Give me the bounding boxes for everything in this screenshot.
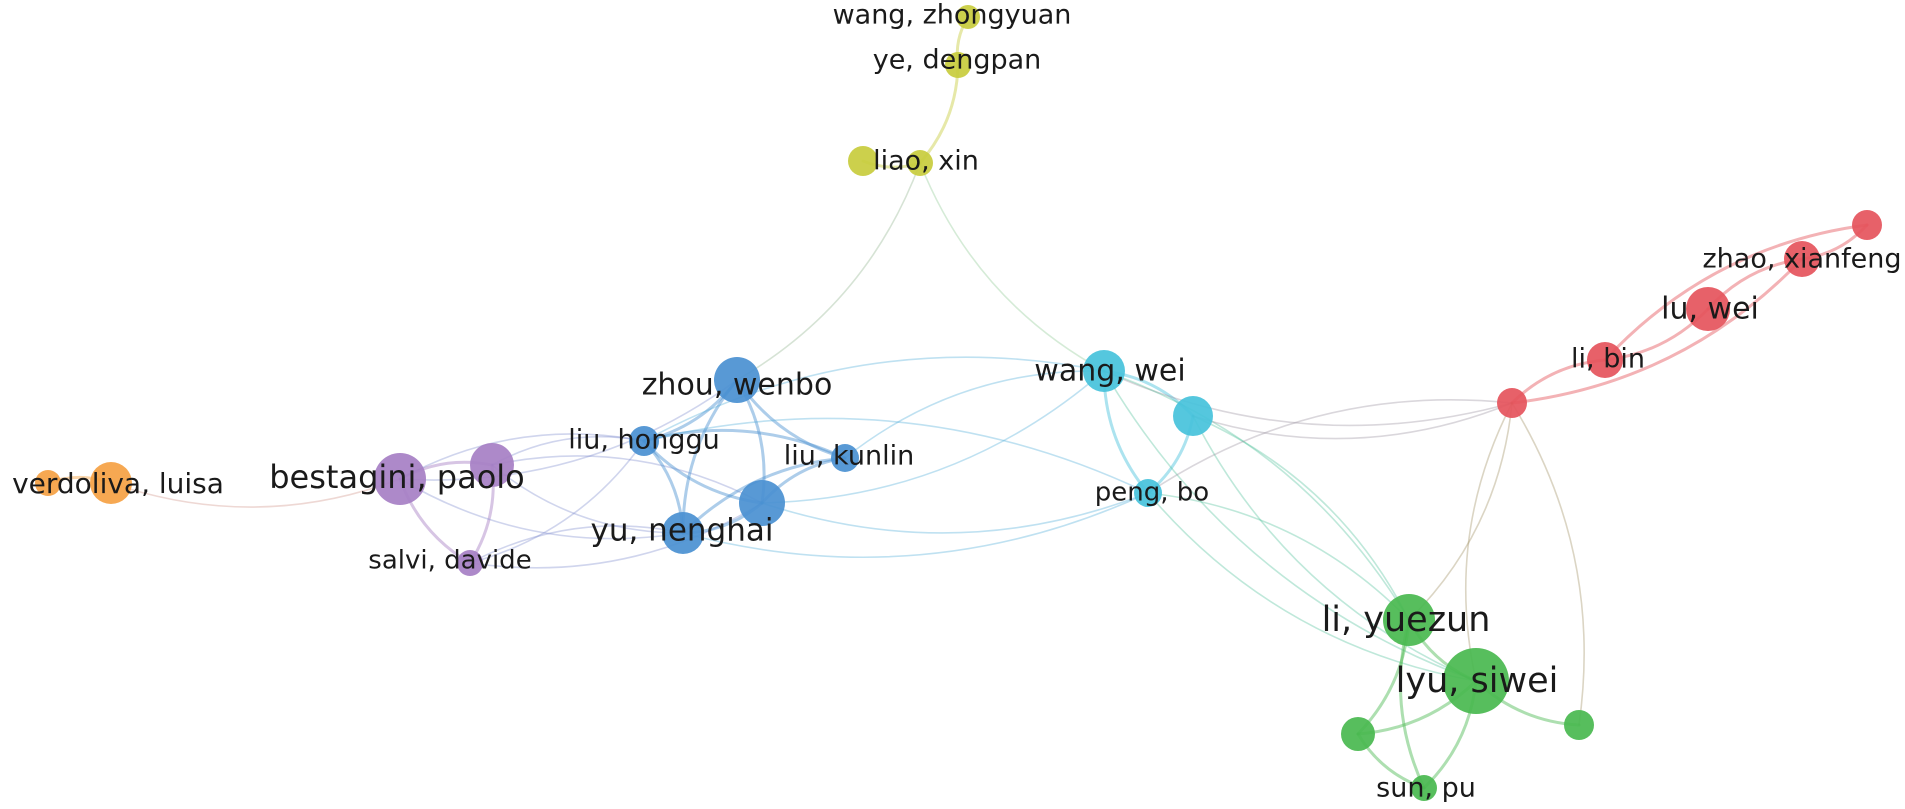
node-li-bin[interactable] — [1587, 342, 1623, 378]
node-liu-kunlin[interactable] — [831, 444, 859, 472]
label-yu-nenghai: yu, nenghai — [590, 513, 773, 549]
link-bestagini-paolo-liu-honggu — [399, 433, 645, 480]
node-verdoliva-luisa[interactable] — [90, 462, 132, 504]
link-liu-honggu-peng-bo — [643, 417, 1149, 494]
label-li-yuezun: li, yuezun — [1322, 600, 1491, 640]
label-li-bin: li, bin — [1571, 344, 1645, 375]
link-salvi-davide-blue-e — [469, 502, 763, 569]
node-bestagini-paolo[interactable] — [374, 453, 426, 505]
link-cyan-b-red-hub — [1192, 402, 1513, 440]
link-peng-bo-lyu-siwei — [1147, 492, 1477, 682]
link-red-hub-green-d — [1511, 402, 1585, 726]
link-peng-bo-red-hub — [1147, 398, 1513, 494]
node-green-c[interactable] — [1341, 717, 1375, 751]
label-salvi-davide: salvi, davide — [368, 546, 531, 576]
link-wang-wei-li-yuezun — [1103, 370, 1410, 621]
node-yellow-a[interactable] — [848, 146, 878, 176]
link-purple-b-yu-nenghai — [491, 464, 684, 534]
node-li-yuezun[interactable] — [1383, 594, 1435, 646]
link-blue-e-peng-bo — [761, 492, 1149, 534]
label-liao-xin: liao, xin — [873, 146, 979, 177]
label-zhao-xianfeng: zhao, xianfeng — [1702, 244, 1901, 275]
nodes-layer — [35, 5, 1882, 801]
node-red-hub[interactable] — [1497, 388, 1527, 418]
link-liao-xin-zhou-wenbo — [736, 162, 921, 381]
link-bestagini-paolo-zhou-wenbo — [399, 379, 738, 481]
node-lyu-siwei[interactable] — [1443, 648, 1509, 714]
node-purple-b[interactable] — [470, 443, 514, 487]
link-purple-b-blue-e — [491, 455, 763, 504]
link-zhao-xianfeng-red-hub — [1510, 257, 1804, 405]
node-green-d[interactable] — [1564, 710, 1594, 740]
label-liu-kunlin: liu, kunlin — [784, 441, 914, 472]
link-peng-bo-li-yuezun — [1147, 492, 1410, 621]
label-bestagini-paolo: bestagini, paolo — [269, 458, 525, 496]
link-wang-wei-lyu-siwei — [1103, 370, 1477, 682]
link-liao-xin-wang-wei — [919, 162, 1105, 372]
label-verdoliva-luisa: verdoliva, luisa — [12, 467, 224, 500]
label-zhou-wenbo: zhou, wenbo — [642, 368, 833, 403]
node-sun-pu[interactable] — [1411, 775, 1437, 801]
link-salvi-davide-liu-honggu — [469, 440, 645, 564]
node-ye-dengpan[interactable] — [945, 52, 971, 78]
label-lyu-siwei: lyu, siwei — [1396, 661, 1559, 701]
link-red-hub-li-yuezun — [1408, 402, 1513, 621]
node-zhao-xianfeng[interactable] — [1784, 241, 1820, 277]
label-lu-wei: lu, wei — [1661, 292, 1759, 327]
link-verdoliva-luisa-bestagini-paolo — [110, 478, 401, 508]
node-salvi-davide[interactable] — [457, 550, 483, 576]
node-zhou-wenbo[interactable] — [714, 357, 760, 403]
label-wang-zhongyuan: wang, zhongyuan — [833, 0, 1072, 31]
node-verdoliva-a[interactable] — [35, 470, 61, 496]
node-wang-zhongyuan[interactable] — [956, 5, 980, 29]
link-wang-wei-red-hub — [1103, 370, 1513, 427]
links-layer — [46, 15, 1869, 790]
labels-layer: wang, zhongyuan ye, dengpan liao, xin verdo… — [12, 0, 1901, 804]
link-bestagini-paolo-yu-nenghai — [399, 478, 684, 540]
link-blue-e-wang-wei — [761, 370, 1105, 504]
link-cyan-b-li-yuezun — [1192, 415, 1410, 621]
link-salvi-davide-yu-nenghai — [469, 525, 684, 564]
label-ye-dengpan: ye, dengpan — [873, 45, 1042, 76]
node-red-top[interactable] — [1852, 210, 1882, 240]
node-liu-honggu[interactable] — [629, 426, 659, 456]
label-sun-pu: sun, pu — [1376, 773, 1476, 804]
node-wang-wei[interactable] — [1083, 350, 1125, 392]
link-red-top-li-bin — [1603, 223, 1869, 362]
label-peng-bo: peng, bo — [1095, 478, 1209, 508]
node-cyan-b[interactable] — [1173, 396, 1213, 436]
link-liu-honggu-liu-kunlin — [642, 428, 847, 460]
label-liu-honggu: liu, honggu — [568, 425, 719, 456]
link-yu-nenghai-peng-bo — [682, 492, 1149, 559]
label-wang-wei: wang, wei — [1034, 354, 1185, 389]
node-yu-nenghai[interactable] — [662, 512, 704, 554]
node-lu-wei[interactable] — [1686, 287, 1730, 331]
node-blue-e[interactable] — [739, 480, 785, 526]
link-red-hub-lyu-siwei — [1464, 402, 1513, 682]
link-liu-honggu-wang-wei — [643, 356, 1105, 442]
node-peng-bo[interactable] — [1134, 479, 1162, 507]
link-liu-kunlin-wang-wei — [844, 370, 1105, 459]
node-liao-xin[interactable] — [907, 150, 933, 176]
link-cyan-b-lyu-siwei — [1192, 415, 1477, 682]
